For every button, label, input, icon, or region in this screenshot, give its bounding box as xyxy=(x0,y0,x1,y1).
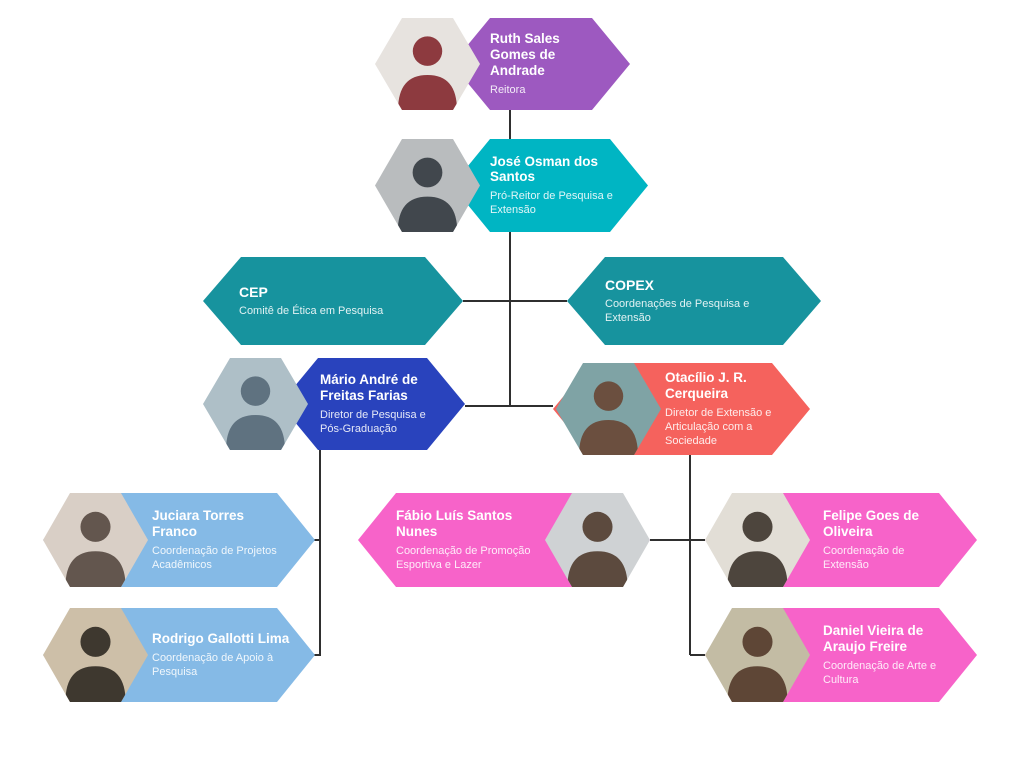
org-node-jose: José Osman dos Santos Pró-Reitor de Pesq… xyxy=(375,139,648,232)
org-node-mario: Mário André de Freitas Farias Diretor de… xyxy=(203,358,465,450)
unit-role: Comitê de Ética em Pesquisa xyxy=(239,305,384,318)
org-node-daniel: Daniel Vieira de Araujo Freire Coordenaç… xyxy=(705,608,977,702)
person-role: Pró-Reitor de Pesquisa e Extensão xyxy=(490,190,613,217)
avatar xyxy=(203,358,308,450)
avatar xyxy=(375,139,480,232)
unit-name: CEP xyxy=(239,283,268,300)
person-role: Coordenação de Extensão xyxy=(823,544,905,571)
person-name: Juciara Torres Franco xyxy=(152,508,245,539)
org-node-ruth: Ruth Sales Gomes de Andrade Reitora xyxy=(375,18,630,110)
person-role: Diretor de Pesquisa e Pós-Graduação xyxy=(320,408,426,435)
org-node-rodrigo: Rodrigo Gallotti Lima Coordenação de Apo… xyxy=(43,608,315,702)
person-icon xyxy=(375,18,480,110)
person-role: Diretor de Extensão e Articulação com a … xyxy=(665,406,772,447)
person-role: Coordenação de Projetos Acadêmicos xyxy=(152,544,277,571)
person-role: Coordenação de Promoção Esportiva e Laze… xyxy=(396,544,531,571)
person-icon xyxy=(203,358,308,450)
person-name: Mário André de Freitas Farias xyxy=(320,372,418,403)
node-shape: José Osman dos Santos Pró-Reitor de Pesq… xyxy=(452,139,648,232)
person-icon xyxy=(705,608,810,702)
person-role: Reitora xyxy=(490,83,526,96)
person-name: José Osman dos Santos xyxy=(490,153,599,185)
person-name: Rodrigo Gallotti Lima xyxy=(152,630,290,646)
person-icon xyxy=(43,608,148,702)
node-shape: COPEX Coordenações de Pesquisa e Extensã… xyxy=(567,257,821,345)
org-node-juciara: Juciara Torres Franco Coordenação de Pro… xyxy=(43,493,315,587)
person-name: Fábio Luís Santos Nunes xyxy=(396,508,513,539)
person-name: Felipe Goes de Oliveira xyxy=(823,508,920,539)
node-shape: Mário André de Freitas Farias Diretor de… xyxy=(280,358,465,450)
person-icon xyxy=(556,363,661,455)
person-name: Otacílio J. R. Cerqueira xyxy=(665,369,747,401)
person-name: Ruth Sales Gomes de Andrade xyxy=(490,31,560,78)
unit-role: Coordenações de Pesquisa e Extensão xyxy=(605,298,750,325)
person-role: Coordenação de Arte e Cultura xyxy=(823,659,937,686)
unit-name: COPEX xyxy=(605,276,655,293)
node-shape: Ruth Sales Gomes de Andrade Reitora xyxy=(452,18,630,110)
node-shape: CEP Comitê de Ética em Pesquisa xyxy=(203,257,463,345)
org-node-fabio: Fábio Luís Santos Nunes Coordenação de P… xyxy=(358,493,650,587)
person-icon xyxy=(545,493,650,587)
person-icon xyxy=(375,139,480,232)
org-node-cep: CEP Comitê de Ética em Pesquisa xyxy=(203,257,463,345)
person-icon xyxy=(705,493,810,587)
person-icon xyxy=(43,493,148,587)
avatar xyxy=(375,18,480,110)
person-name: Daniel Vieira de Araujo Freire xyxy=(823,623,924,654)
person-role: Coordenação de Apoio à Pesquisa xyxy=(152,651,274,678)
org-node-copex: COPEX Coordenações de Pesquisa e Extensã… xyxy=(567,257,821,345)
org-node-otacilio: Otacílio J. R. Cerqueira Diretor de Exte… xyxy=(553,363,810,455)
org-node-felipe: Felipe Goes de Oliveira Coordenação de E… xyxy=(705,493,977,587)
